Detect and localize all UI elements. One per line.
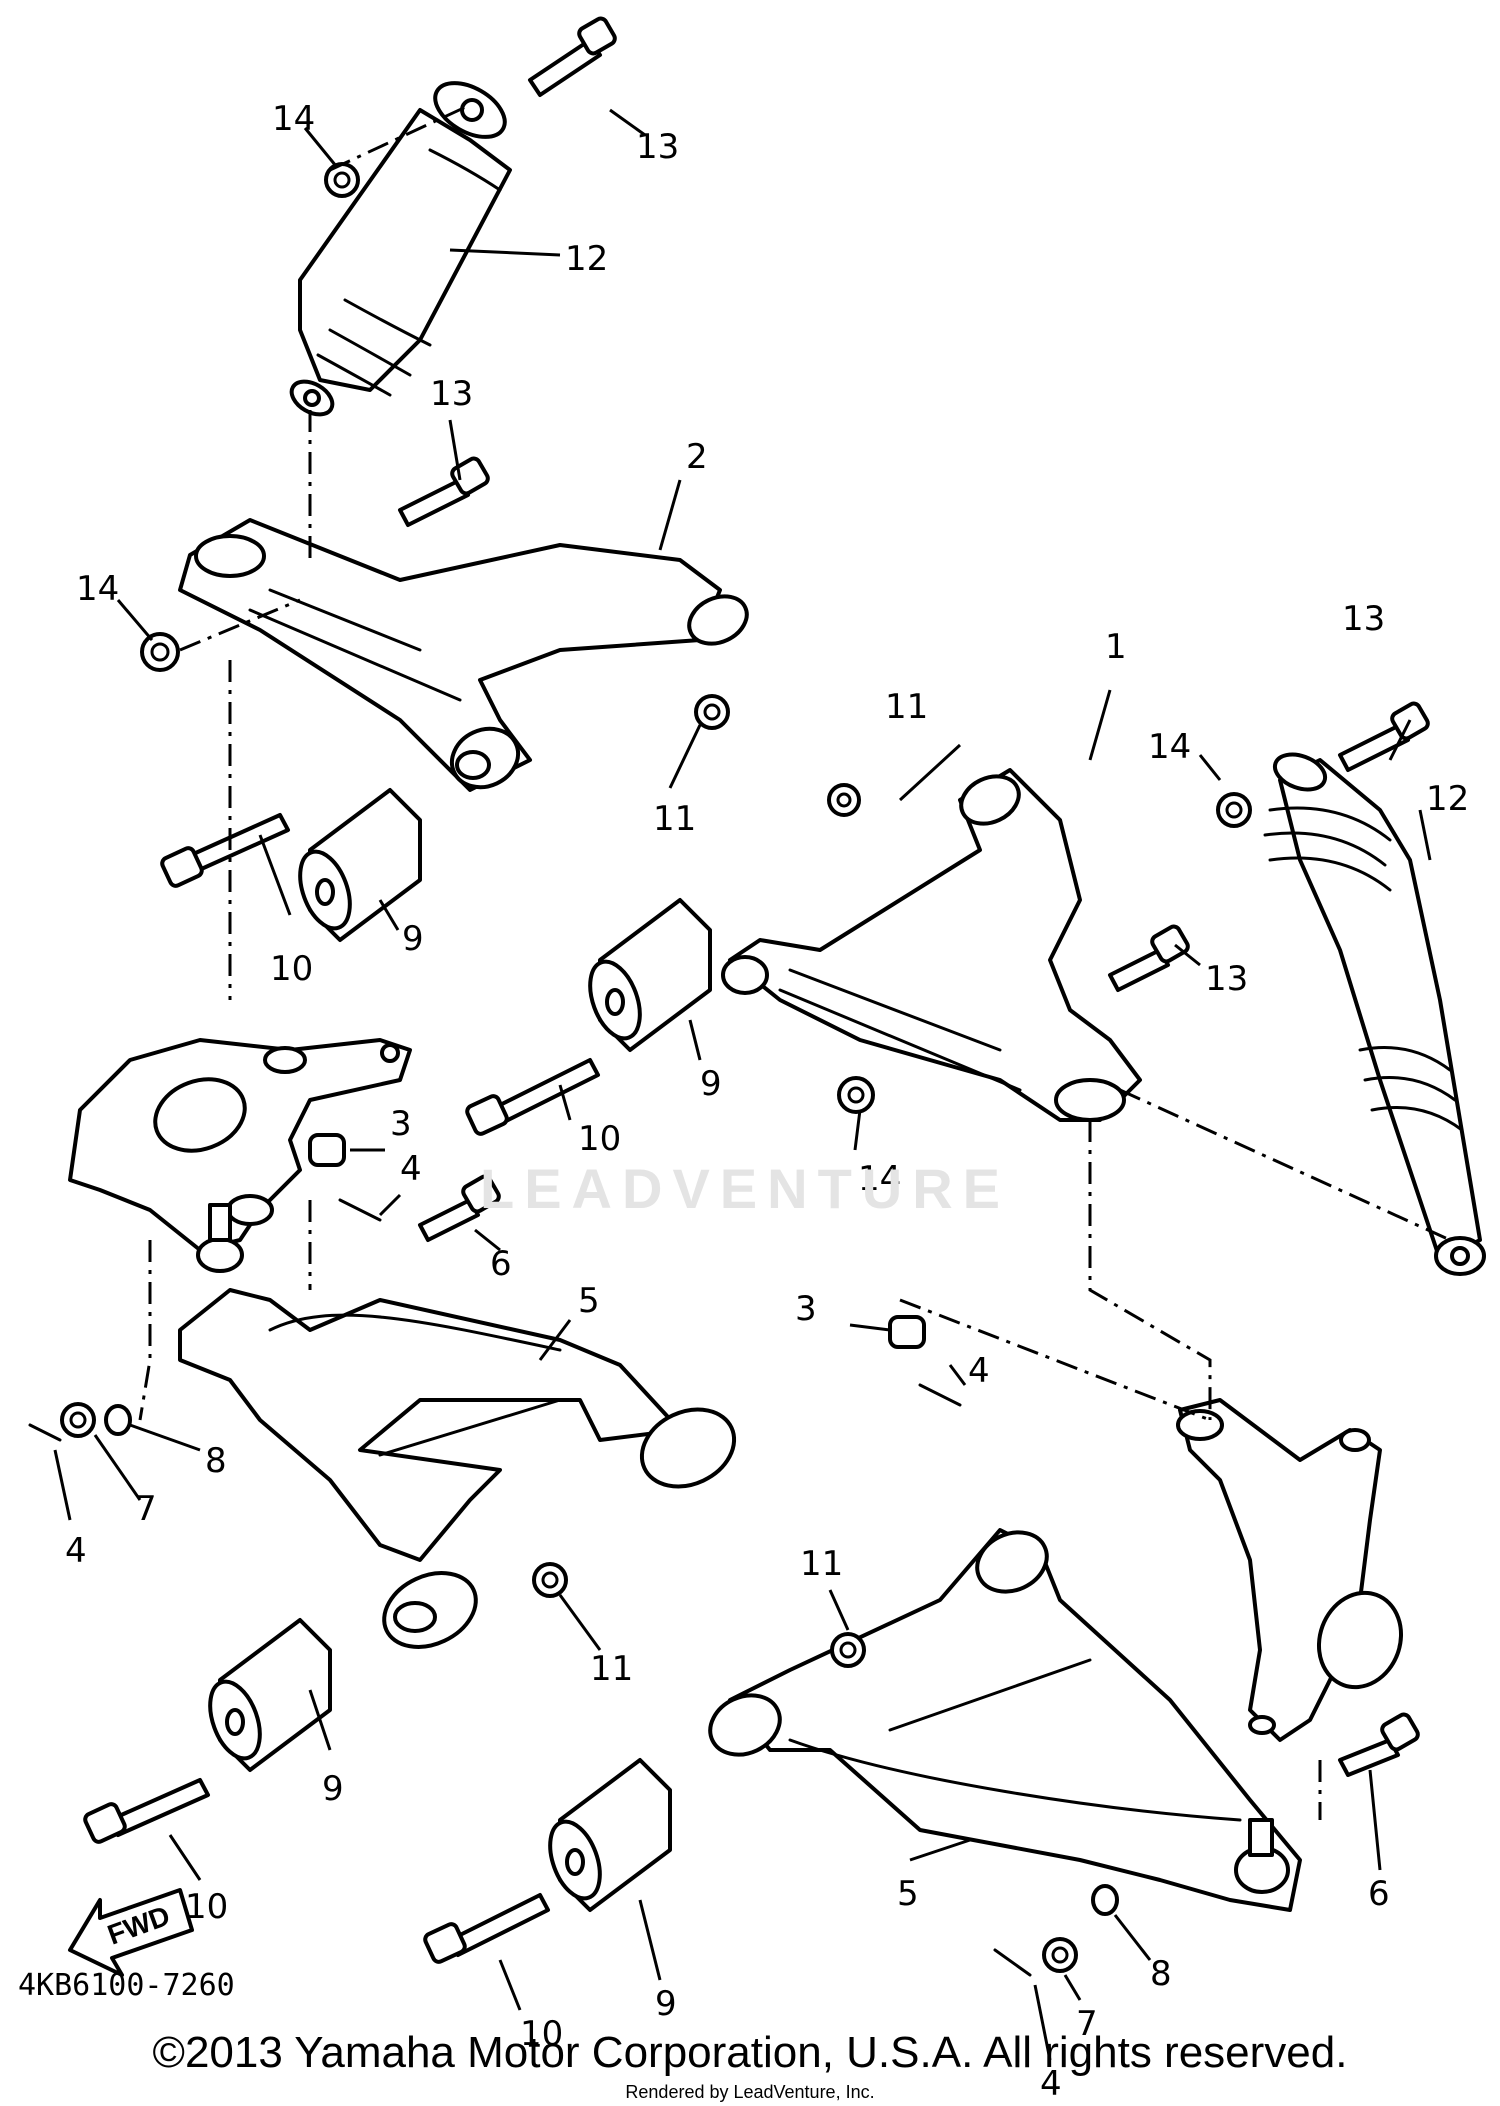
callout-10: 10 <box>578 1119 621 1159</box>
callout-11: 11 <box>800 1544 843 1584</box>
bushing-9-d <box>548 1758 672 1912</box>
nut-11-a <box>694 694 730 730</box>
callout-13: 13 <box>636 127 679 167</box>
shock-absorber-left <box>289 81 512 417</box>
nut-14-right-top <box>1216 792 1252 828</box>
callout-10: 10 <box>270 949 313 989</box>
callout-13: 13 <box>1205 959 1248 999</box>
bolt-10-d <box>423 1893 550 1964</box>
bolt-10-a <box>160 813 290 888</box>
bolt-13-right-mid <box>1108 924 1190 992</box>
bolt-10-c <box>83 1778 210 1844</box>
callout-8: 8 <box>1150 1954 1172 1994</box>
cotter-pin-4-c <box>918 1383 962 1407</box>
callout-14: 14 <box>1148 727 1191 767</box>
shock-absorber-right <box>1263 752 1486 1276</box>
callout-9: 9 <box>700 1064 722 1104</box>
nut-7-b <box>1042 1937 1078 1973</box>
watermark-text: LEADVENTURE <box>480 1157 1010 1220</box>
upper-arm-left <box>178 518 749 792</box>
steering-knuckle-right <box>1176 1398 1404 1742</box>
callout-12: 12 <box>565 239 608 279</box>
washer-8-a <box>104 1404 132 1436</box>
lower-arm-right <box>708 1528 1302 1912</box>
fwd-arrow-icon: FWD <box>68 1888 194 1977</box>
callout-7: 7 <box>135 1489 157 1529</box>
callout-3: 3 <box>390 1104 412 1144</box>
bolt-6-a <box>418 1174 501 1242</box>
nut-14-left <box>140 632 180 672</box>
leader-lines <box>53 108 1432 2061</box>
callout-2: 2 <box>686 437 708 477</box>
callout-9: 9 <box>402 919 424 959</box>
callout-4: 4 <box>1040 2064 1062 2104</box>
callout-4: 4 <box>968 1351 990 1391</box>
callout-5: 5 <box>897 1874 919 1914</box>
callout-10: 10 <box>520 2014 563 2054</box>
callout-4: 4 <box>400 1149 422 1189</box>
callout-12: 12 <box>1426 779 1469 819</box>
copyright-notice: ©2013 Yamaha Motor Corporation, U.S.A. A… <box>152 2028 1348 2077</box>
callout-10: 10 <box>185 1887 228 1927</box>
callout-13: 13 <box>430 374 473 414</box>
nut-11-c <box>532 1562 568 1598</box>
assembly-lines <box>138 103 1451 1820</box>
lower-arm-left <box>178 1203 737 1649</box>
washer-8-b <box>1091 1884 1119 1916</box>
callout-14: 14 <box>76 569 119 609</box>
callout-3: 3 <box>795 1289 817 1329</box>
rendered-by-credit: Rendered by LeadVenture, Inc. <box>625 2082 875 2102</box>
cotter-pin-4-d <box>993 1948 1032 1977</box>
callout-4: 4 <box>65 1531 87 1571</box>
castle-nut-3-b <box>888 1315 926 1349</box>
callout-numbers: 14 13 12 13 2 14 11 9 10 1 11 13 14 12 1… <box>65 99 1469 2104</box>
callout-1: 1 <box>1105 627 1127 667</box>
callout-6: 6 <box>490 1244 512 1284</box>
bolt-13-right-top <box>1338 701 1430 772</box>
upper-arm-right <box>721 768 1142 1122</box>
cotter-pin-4-a <box>338 1198 382 1222</box>
watermark: LEADVENTURE <box>480 1148 1040 1233</box>
callout-11: 11 <box>653 799 696 839</box>
bolt-6-b <box>1338 1712 1420 1777</box>
bolt-13-top <box>528 16 617 97</box>
callout-6: 6 <box>1368 1874 1390 1914</box>
callout-5: 5 <box>578 1281 600 1321</box>
bushing-9-b <box>588 898 712 1052</box>
callout-11: 11 <box>885 687 928 727</box>
callout-14: 14 <box>858 1159 901 1199</box>
nut-7-a <box>60 1402 96 1438</box>
callout-7: 7 <box>1076 2004 1098 2044</box>
nut-14-right-mid <box>837 1076 875 1114</box>
bolt-13-left <box>398 456 490 527</box>
callout-14: 14 <box>272 99 315 139</box>
callout-13: 13 <box>1342 599 1385 639</box>
bushing-9-a <box>298 788 422 942</box>
callout-11: 11 <box>590 1649 633 1689</box>
bolt-10-b <box>465 1058 600 1136</box>
callout-9: 9 <box>322 1769 344 1809</box>
steering-knuckle-left <box>68 1038 412 1252</box>
bushing-9-c <box>208 1618 332 1772</box>
cotter-pin-4-b <box>28 1423 62 1442</box>
callout-8: 8 <box>205 1441 227 1481</box>
part-number: 4KB6100-7260 <box>18 1968 235 2003</box>
nut-11-b <box>827 783 861 817</box>
callout-9: 9 <box>655 1984 677 2024</box>
nut-11-d <box>830 1632 866 1668</box>
castle-nut-3-a <box>308 1133 346 1167</box>
